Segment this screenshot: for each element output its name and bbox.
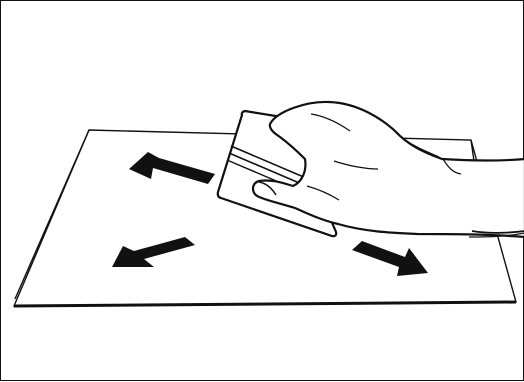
arrow-down-left-icon <box>112 237 195 267</box>
arrow-up-left-icon <box>129 152 215 184</box>
arrow-down-right-icon <box>352 241 428 276</box>
